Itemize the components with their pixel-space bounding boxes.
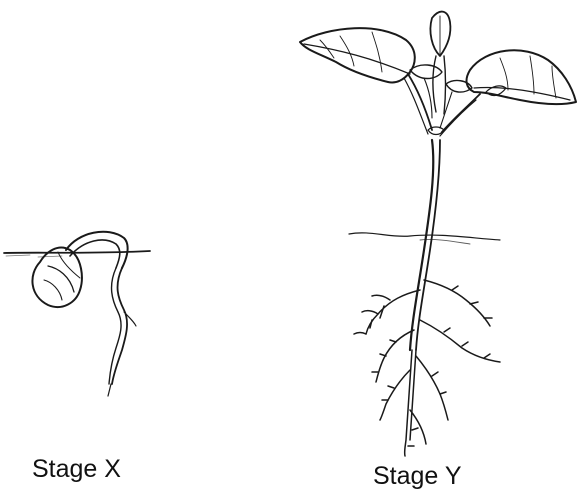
stage-y-roots <box>354 280 500 456</box>
stage-y-stem <box>410 140 433 350</box>
stage-y-cotyledon-left <box>410 65 442 79</box>
stage-y-soil-line <box>349 233 500 240</box>
stage-y-right-leaf <box>467 50 576 104</box>
stage-x-radicle <box>112 268 127 384</box>
stage-x-seedling <box>4 232 150 396</box>
stage-y-plant <box>300 12 576 456</box>
stage-y-label: Stage Y <box>373 462 462 491</box>
stage-x-label: Stage X <box>32 455 121 484</box>
